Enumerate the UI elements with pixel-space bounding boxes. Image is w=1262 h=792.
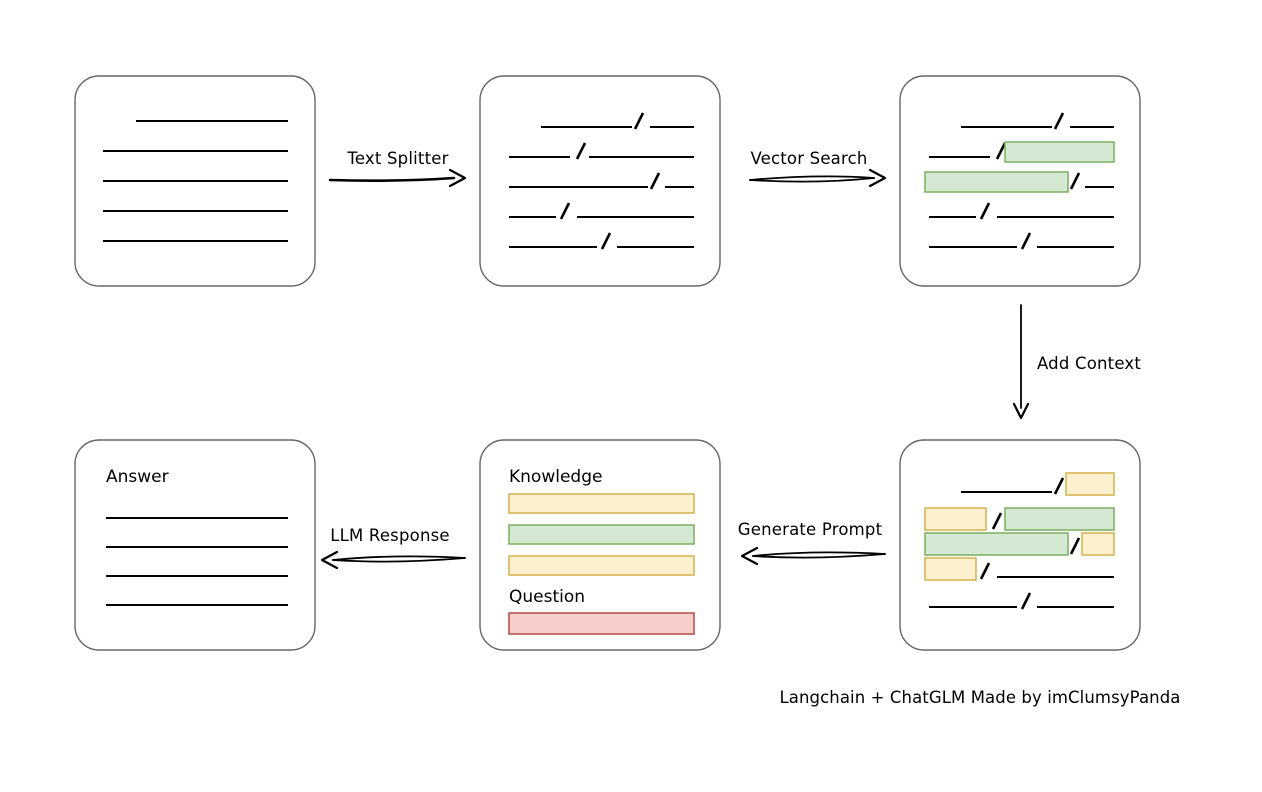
edge-shaft-lower (752, 553, 886, 559)
vector-matches-line-1 (961, 112, 1114, 130)
arrow-head-icon (1012, 402, 1030, 420)
yellow-highlight (1065, 472, 1115, 496)
edge-generate-prompt-label: Generate Prompt (738, 520, 883, 539)
arrow-head-icon (448, 168, 467, 188)
yellow-highlight (924, 507, 987, 531)
source-document-card (74, 75, 316, 287)
split-chunks-line-1 (541, 112, 694, 130)
slash-separator (1069, 172, 1081, 190)
edge-shaft-upper (332, 555, 466, 561)
slash-separator (633, 112, 645, 130)
slash-separator (1069, 537, 1081, 555)
slash-separator (991, 512, 1003, 530)
prompt-assembly-frame (479, 439, 721, 651)
split-chunks-line-5 (509, 232, 694, 250)
slash-separator (600, 232, 612, 250)
arrow-head-icon (740, 546, 759, 566)
slash-separator (649, 172, 661, 190)
split-chunks-frame (479, 75, 721, 287)
vector-matches-line-3 (924, 171, 1114, 193)
slash-separator (1053, 112, 1065, 130)
answer-heading: Answer (106, 467, 169, 487)
knowledge-bar-2 (508, 524, 695, 545)
knowledge-bar-1 (508, 493, 695, 514)
slash-separator (1020, 232, 1032, 250)
split-chunks-line-2 (509, 142, 694, 160)
vector-matches-card (899, 75, 1141, 287)
edge-shaft-lower (332, 557, 466, 563)
slash-separator (979, 562, 991, 580)
edge-vector-search-label: Vector Search (750, 149, 867, 168)
edge-shaft-lower (749, 177, 875, 183)
answer-card: Answer (74, 439, 316, 651)
slash-separator (559, 202, 571, 220)
slash-separator (1020, 592, 1032, 610)
slash-separator (979, 202, 991, 220)
arrow-head-icon (868, 168, 887, 188)
question-heading: Question (509, 587, 585, 607)
green-highlight (1004, 141, 1115, 163)
green-highlight (924, 532, 1069, 556)
edge-llm-response-label: LLM Response (330, 526, 450, 545)
slash-separator (575, 142, 587, 160)
context-prompt-line-5 (929, 592, 1114, 610)
edge-vector-search: Vector Search (749, 149, 887, 188)
answer-frame (74, 439, 316, 651)
slash-separator (995, 142, 1007, 160)
edge-shaft (328, 176, 456, 182)
yellow-highlight (1081, 532, 1115, 556)
slash-separator (1053, 477, 1065, 495)
edge-llm-response: LLM Response (320, 526, 466, 570)
edge-shaft-upper (749, 175, 875, 181)
context-prompt-line-4 (924, 557, 1114, 581)
vector-matches-line-2 (929, 141, 1115, 163)
credit-text: Langchain + ChatGLM Made by imClumsyPand… (779, 688, 1180, 707)
knowledge-heading: Knowledge (509, 467, 602, 487)
edge-shaft-upper (752, 551, 886, 557)
context-prompt-line-1 (961, 472, 1115, 496)
vector-matches-line-4 (929, 202, 1114, 220)
question-bar-1 (508, 612, 695, 635)
split-chunks-line-4 (509, 202, 694, 220)
arrow-head-icon (320, 550, 339, 570)
edge-text-splitter-label: Text Splitter (346, 149, 448, 168)
yellow-highlight (924, 557, 977, 581)
context-prompt-line-3 (924, 532, 1115, 556)
edge-add-context: Add Context (1012, 304, 1141, 420)
edge-add-context-label: Add Context (1037, 354, 1141, 373)
green-highlight (924, 171, 1069, 193)
context-prompt-card (899, 439, 1141, 651)
edge-generate-prompt: Generate Prompt (738, 520, 886, 566)
context-prompt-line-2 (924, 507, 1115, 531)
split-chunks-line-3 (509, 172, 694, 190)
split-chunks-card (479, 75, 721, 287)
knowledge-bar-3 (508, 555, 695, 576)
green-highlight (1004, 507, 1115, 531)
vector-matches-line-5 (929, 232, 1114, 250)
edge-text-splitter: Text Splitter (328, 149, 467, 188)
